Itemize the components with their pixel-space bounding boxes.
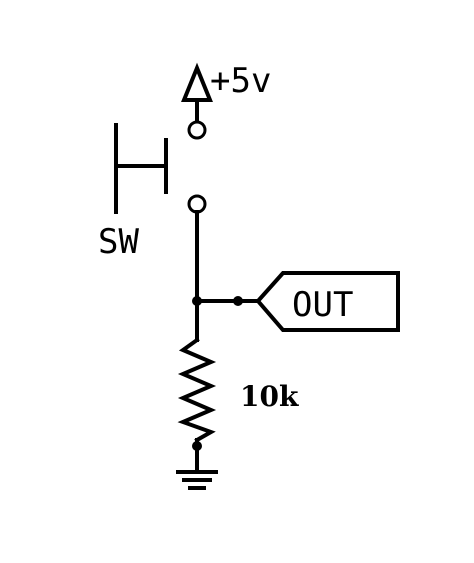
switch-actuator-icon	[114, 123, 168, 214]
supply-label: +5v	[210, 61, 271, 101]
output-port-flag	[255, 271, 400, 332]
switch-label: SW	[98, 222, 139, 262]
output-label: OUT	[292, 285, 353, 325]
ground-icon	[176, 470, 218, 490]
supply-arrow-icon	[181, 62, 213, 124]
output-connection-dot	[233, 296, 243, 306]
switch-terminal-top	[187, 120, 207, 140]
resistor-icon	[177, 337, 217, 443]
resistor-label: 10k	[240, 380, 299, 413]
switch-terminal-bottom	[187, 194, 207, 214]
ground-connection-dot	[192, 441, 202, 451]
